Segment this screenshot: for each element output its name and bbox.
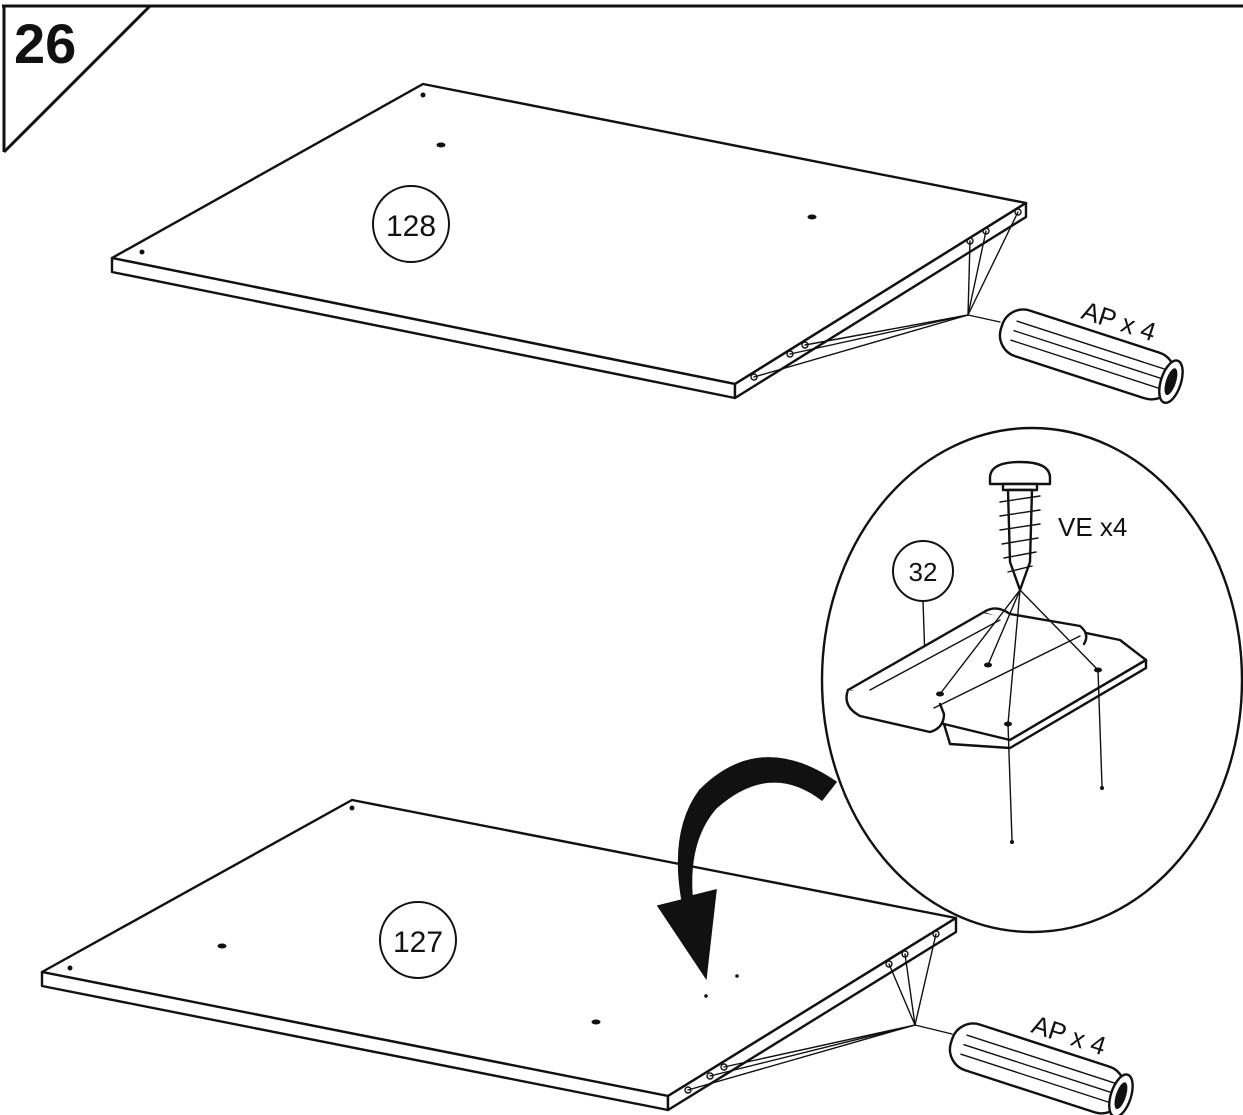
edge-hole	[1014, 208, 1022, 216]
wooden-dowel-icon	[998, 308, 1184, 404]
edge-hole	[684, 1086, 692, 1094]
leader-line	[1007, 723, 1013, 841]
leader-line	[967, 230, 987, 316]
hole	[217, 943, 227, 949]
leader-line	[914, 1024, 953, 1035]
screw-icon	[988, 460, 1052, 592]
wooden-dowel-icon	[948, 1022, 1134, 1115]
part-callout-128: 128	[372, 185, 450, 263]
detail-callout: VE x4 32	[820, 426, 1243, 934]
hole	[349, 805, 355, 811]
hole	[735, 974, 739, 978]
screw-label: VE x4	[1058, 512, 1127, 542]
leader-line	[904, 953, 916, 1026]
leader-line	[967, 314, 1001, 323]
leader-line	[723, 1024, 916, 1068]
hole	[591, 1019, 601, 1025]
leader-line	[1019, 589, 1099, 671]
part-label-127: 127	[393, 926, 443, 959]
edge-hole	[885, 960, 893, 968]
hole	[420, 92, 426, 98]
edge-hole	[750, 373, 758, 381]
part-label-32: 32	[909, 557, 938, 587]
curved-arrow-icon	[656, 757, 838, 981]
leader-line	[987, 589, 1021, 666]
hole	[1010, 840, 1014, 844]
leader-line	[789, 314, 969, 355]
leader-line	[939, 589, 1021, 695]
top-panel-128	[110, 82, 1028, 400]
hole	[436, 142, 446, 148]
leader-line	[709, 1024, 916, 1077]
hole	[704, 994, 708, 998]
bottom-panel-face	[40, 798, 958, 1098]
hole	[67, 965, 73, 971]
hole	[807, 214, 817, 220]
leader-line	[967, 211, 1019, 316]
hole	[1100, 786, 1104, 790]
hole	[139, 249, 145, 255]
part-label-128: 128	[386, 210, 436, 243]
metal-bracket-icon	[845, 607, 1148, 750]
bottom-panel-right-edge	[666, 916, 958, 1112]
leader-line	[914, 933, 937, 1026]
top-panel-face	[110, 82, 1028, 386]
leader-line	[1097, 669, 1103, 787]
edge-hole	[706, 1072, 714, 1080]
top-panel-right-edge	[733, 201, 1028, 400]
step-frame	[2, 4, 1243, 154]
leader-line	[804, 314, 969, 346]
bottom-panel-127	[40, 798, 958, 1112]
step-number: 26	[14, 12, 76, 75]
part-callout-127: 127	[379, 901, 457, 979]
leader-line	[1007, 589, 1021, 725]
